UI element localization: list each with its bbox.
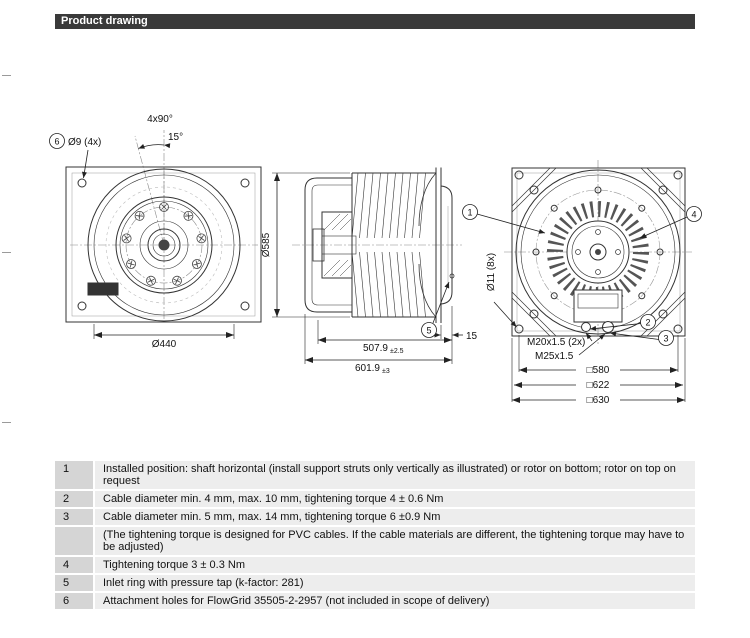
table-row: (The tightening torque is designed for P…: [55, 527, 695, 555]
note-text: Installed position: shaft horizontal (in…: [95, 461, 695, 489]
side-depth1-tolerance: ±2.5: [390, 348, 404, 355]
side-depth2-value: 601.9: [355, 363, 380, 374]
note-text: Cable diameter min. 5 mm, max. 14 mm, ti…: [95, 509, 695, 525]
callout-3: 3: [663, 334, 668, 344]
table-row: 1 Installed position: shaft horizontal (…: [55, 461, 695, 489]
side-view-annotations: Ø585 507.9 ±2.5 601.9 ±3 15 5: [261, 172, 478, 375]
callout-1: 1: [467, 208, 472, 218]
pressure-tap: [449, 273, 455, 279]
callout-2-bubble: [640, 314, 656, 330]
rear-holes-label: Ø11 (8x): [486, 253, 497, 291]
note-number: 5: [55, 575, 93, 591]
side-depth2-tolerance: ±3: [382, 368, 390, 375]
technical-drawing-svg: 6 Ø9 (4x) 4x90° 15° Ø440: [49, 114, 702, 406]
terminal-box: [573, 289, 623, 323]
callout-6-bubble: [49, 133, 65, 149]
callout-6: 6: [54, 137, 59, 147]
side-depth1-value: 507.9: [363, 343, 388, 354]
callout-3-bubble: [658, 330, 674, 346]
table-row: 6 Attachment holes for FlowGrid 35505-2-…: [55, 593, 695, 609]
note-text: Attachment holes for FlowGrid 35505-2-29…: [95, 593, 695, 609]
front-diameter-label: Ø440: [152, 339, 177, 350]
note-text: Cable diameter min. 4 mm, max. 10 mm, ti…: [95, 491, 695, 507]
note-number: 1: [55, 461, 93, 489]
fold-mark: [2, 75, 11, 76]
front-view-annotations: 6 Ø9 (4x) 4x90° 15° Ø440: [49, 114, 235, 350]
section-title: Product drawing: [61, 15, 148, 27]
callout-1-bubble: [462, 204, 478, 220]
table-row: 3 Cable diameter min. 5 mm, max. 14 mm, …: [55, 509, 695, 525]
note-text: Inlet ring with pressure tap (k-factor: …: [95, 575, 695, 591]
callout-2: 2: [645, 318, 650, 328]
note-number: 2: [55, 491, 93, 507]
front-angle-label-1: 4x90°: [147, 114, 173, 125]
front-view-drawing: [65, 130, 262, 323]
table-row: 2 Cable diameter min. 4 mm, max. 10 mm, …: [55, 491, 695, 507]
rear-square-630: □630: [587, 395, 610, 406]
section-header: Product drawing: [55, 14, 695, 29]
callout-5: 5: [426, 326, 431, 336]
notes-table: 1 Installed position: shaft horizontal (…: [55, 461, 695, 611]
rear-square-580: □580: [587, 365, 610, 376]
table-row: 5 Inlet ring with pressure tap (k-factor…: [55, 575, 695, 591]
front-holes-label: Ø9 (4x): [68, 137, 101, 148]
note-text: (The tightening torque is designed for P…: [95, 527, 695, 555]
rear-square-622: □622: [587, 380, 610, 391]
rear-thread-label-1: M20x1.5 (2x): [527, 337, 585, 348]
rear-view-drawing: [504, 160, 692, 344]
note-number: 3: [55, 509, 93, 525]
table-row: 4 Tightening torque 3 ± 0.3 Nm: [55, 557, 695, 573]
note-number: 4: [55, 557, 93, 573]
fold-mark: [2, 422, 11, 423]
callout-5-bubble: [421, 322, 437, 338]
callout-4-bubble: [686, 206, 702, 222]
side-offset-label: 15: [466, 331, 478, 342]
note-number: 6: [55, 593, 93, 609]
cable-gland-m20: [581, 322, 591, 332]
side-view-drawing: [292, 167, 462, 323]
rear-thread-label-2: M25x1.5: [535, 351, 574, 362]
callout-4: 4: [691, 210, 696, 220]
note-text: Tightening torque 3 ± 0.3 Nm: [95, 557, 695, 573]
fold-mark: [2, 252, 11, 253]
product-drawing: 6 Ø9 (4x) 4x90° 15° Ø440: [0, 40, 750, 460]
nameplate: [87, 282, 119, 296]
front-angle-label-2: 15°: [168, 132, 183, 143]
rear-view-annotations: 1 4 2 3 Ø11 (8x) M20x1.5 (2x) M25x1.5 □5…: [462, 204, 702, 406]
note-number: [55, 527, 93, 555]
side-diameter-label: Ø585: [261, 232, 272, 257]
